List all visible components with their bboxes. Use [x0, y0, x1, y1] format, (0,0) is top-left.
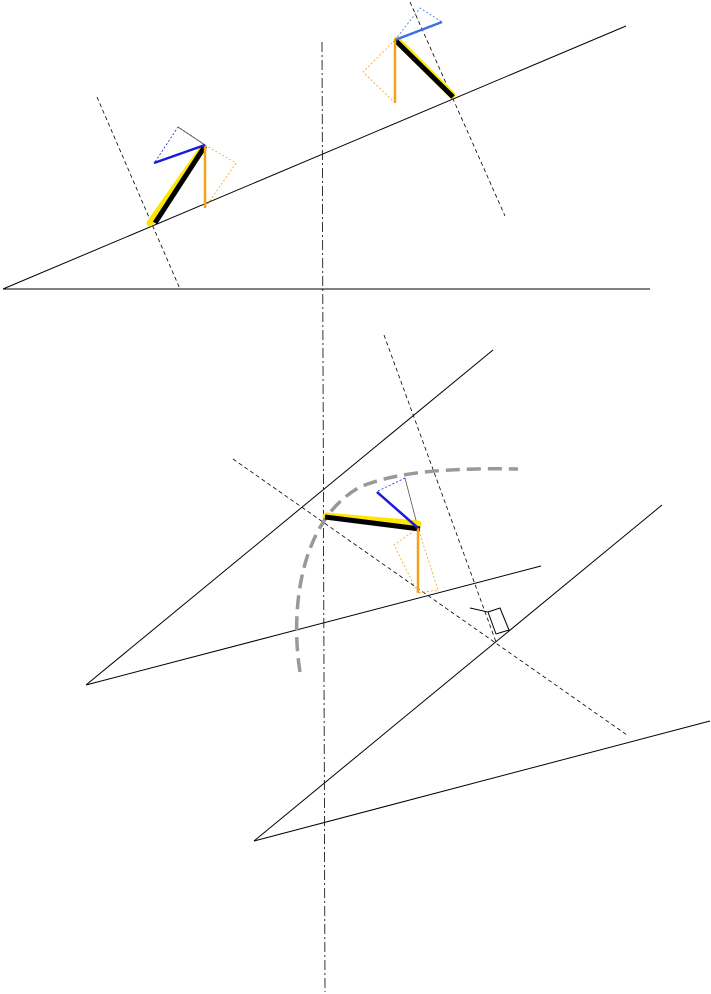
right-orange-component-box — [362, 39, 396, 104]
left-rod — [152, 144, 208, 225]
steep-dashed-line — [383, 334, 497, 643]
left-rod-assembly — [146, 126, 237, 227]
lower-figure — [253, 504, 711, 842]
lower-lower-line — [253, 720, 711, 842]
middle-rod-assembly — [322, 477, 439, 594]
left-orange-component-box — [204, 144, 237, 209]
middle-blue-dotted — [375, 477, 406, 493]
top-figure — [2, 1, 650, 290]
upper-wedge-line — [85, 349, 494, 686]
incline-line — [2, 25, 627, 290]
middle-figure — [85, 334, 628, 736]
middle-gray-ref — [404, 477, 419, 529]
middle-rod — [324, 514, 421, 532]
right-rod-assembly — [362, 7, 456, 104]
right-rod — [393, 38, 455, 99]
right-dashed-normal — [409, 1, 506, 217]
lower-upper-line — [253, 504, 663, 842]
middle-orange-component-box — [393, 527, 439, 594]
diagonal-dashed-line — [232, 458, 628, 736]
right-angle-marker — [469, 607, 497, 635]
left-gray-ref — [177, 126, 206, 146]
right-angle-marker-2 — [487, 607, 510, 635]
right-blue-component-box — [394, 7, 443, 41]
rotation-arc — [294, 467, 519, 673]
right-normal-force — [394, 20, 443, 42]
left-normal-force — [153, 143, 206, 165]
middle-normal-force — [376, 491, 419, 529]
lower-wedge-line — [85, 565, 542, 686]
